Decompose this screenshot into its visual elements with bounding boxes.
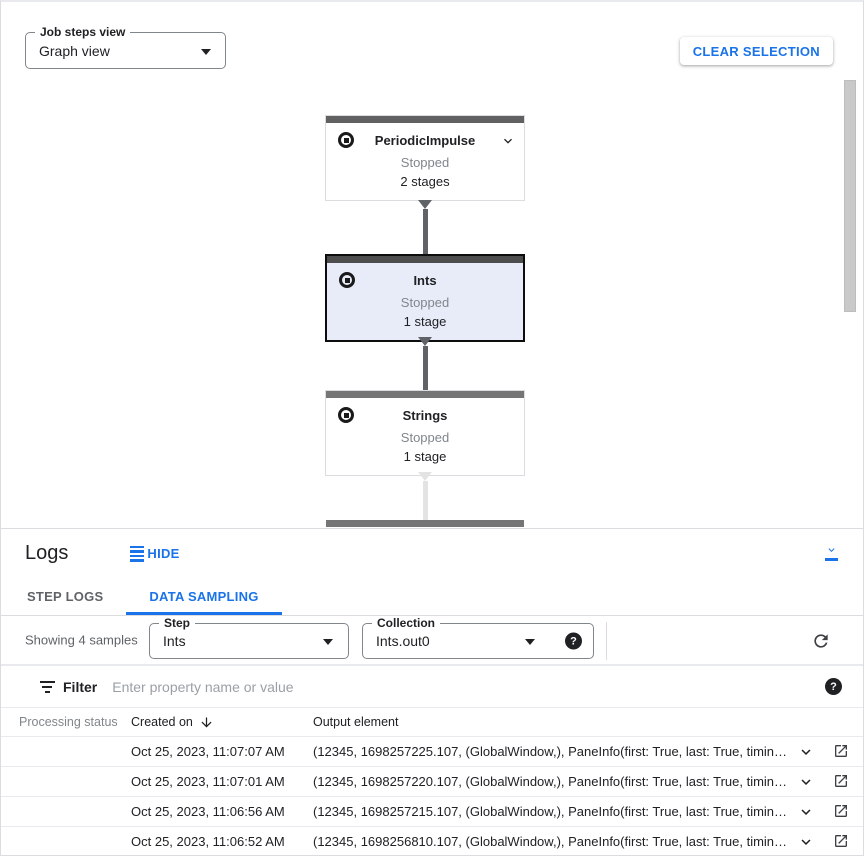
filter-row: Filter ? bbox=[1, 666, 863, 708]
job-graph-area: Job steps view Graph view CLEAR SELECTIO… bbox=[1, 2, 863, 535]
filter-icon bbox=[39, 680, 55, 693]
open-in-new-icon[interactable] bbox=[833, 803, 851, 821]
expand-row-icon[interactable] bbox=[797, 743, 815, 761]
node-stages: 2 stages bbox=[400, 174, 450, 189]
hide-logs-label: HIDE bbox=[147, 546, 180, 561]
graph-edge bbox=[418, 200, 432, 255]
open-in-new-icon[interactable] bbox=[833, 743, 851, 761]
filter-input[interactable] bbox=[112, 678, 825, 695]
refresh-icon[interactable] bbox=[811, 631, 831, 651]
table-header-row: Processing status Created on Output elem… bbox=[1, 708, 863, 737]
chevron-down-icon[interactable] bbox=[500, 133, 516, 149]
clear-selection-button[interactable]: CLEAR SELECTION bbox=[679, 37, 833, 65]
graph-node-strings[interactable]: Strings Stopped 1 stage bbox=[325, 390, 525, 476]
node-status: Stopped bbox=[400, 295, 450, 310]
node-stages: 1 stage bbox=[403, 314, 447, 329]
collection-select[interactable]: Collection Ints.out0 ? bbox=[362, 616, 594, 659]
node-top-bar bbox=[326, 116, 524, 123]
output-element-cell: (12345, 1698257215.107, (GlobalWindow,),… bbox=[313, 804, 791, 819]
logs-panel-title: Logs bbox=[25, 542, 69, 564]
output-element-cell: (12345, 1698257220.107, (GlobalWindow,),… bbox=[313, 774, 791, 789]
created-on-cell: Oct 25, 2023, 11:06:56 AM bbox=[131, 804, 285, 819]
stopped-status-icon bbox=[338, 132, 354, 148]
created-on-cell: Oct 25, 2023, 11:07:01 AM bbox=[131, 774, 285, 789]
output-element-cell: (12345, 1698257225.107, (GlobalWindow,),… bbox=[313, 744, 791, 759]
hide-logs-button[interactable]: HIDE bbox=[130, 545, 180, 562]
chevron-down-icon bbox=[525, 639, 535, 645]
samples-summary: Showing 4 samples bbox=[25, 632, 138, 648]
expand-row-icon[interactable] bbox=[797, 773, 815, 791]
created-on-cell: Oct 25, 2023, 11:07:07 AM bbox=[131, 744, 285, 759]
expand-row-icon[interactable] bbox=[797, 833, 815, 851]
sort-descending-icon[interactable] bbox=[199, 715, 214, 730]
node-stages: 1 stage bbox=[403, 449, 447, 464]
collection-select-value: Ints.out0 bbox=[376, 633, 430, 649]
collection-select-label: Collection bbox=[372, 616, 441, 630]
table-row[interactable]: Oct 25, 2023, 11:07:01 AM (12345, 169825… bbox=[1, 767, 863, 797]
samples-table: Processing status Created on Output elem… bbox=[1, 708, 863, 855]
graph-node-ints[interactable]: Ints Stopped 1 stage bbox=[325, 254, 525, 342]
stopped-status-icon bbox=[339, 272, 355, 288]
help-icon[interactable]: ? bbox=[565, 632, 582, 650]
node-title: Strings bbox=[402, 408, 448, 423]
column-header-output-element: Output element bbox=[313, 715, 399, 729]
job-steps-view-value: Graph view bbox=[39, 42, 110, 59]
node-top-bar bbox=[327, 256, 523, 263]
expand-row-icon[interactable] bbox=[797, 803, 815, 821]
node-title: Ints bbox=[413, 273, 437, 288]
table-row[interactable]: Oct 25, 2023, 11:06:56 AM (12345, 169825… bbox=[1, 797, 863, 827]
job-steps-view-label: Job steps view bbox=[35, 25, 131, 39]
graph-vertical-scrollbar[interactable] bbox=[844, 80, 856, 312]
column-header-processing-status: Processing status bbox=[19, 715, 118, 729]
reorder-lines-icon bbox=[130, 545, 145, 562]
tab-step-logs[interactable]: STEP LOGS bbox=[27, 589, 104, 604]
stopped-status-icon bbox=[338, 407, 354, 423]
step-select-value: Ints bbox=[163, 633, 186, 649]
created-on-cell: Oct 25, 2023, 11:06:52 AM bbox=[131, 834, 285, 849]
column-header-created-on[interactable]: Created on bbox=[131, 715, 313, 730]
output-element-cell: (12345, 1698256810.107, (GlobalWindow,),… bbox=[313, 834, 791, 849]
collapse-panel-icon[interactable] bbox=[819, 541, 843, 565]
open-in-new-icon[interactable] bbox=[833, 773, 851, 791]
node-title: PeriodicImpulse bbox=[374, 133, 476, 148]
step-select[interactable]: Step Ints bbox=[149, 616, 349, 659]
logs-tabs: STEP LOGS DATA SAMPLING bbox=[1, 578, 863, 616]
table-row[interactable]: Oct 25, 2023, 11:07:07 AM (12345, 169825… bbox=[1, 737, 863, 767]
graph-node-partial bbox=[326, 520, 524, 527]
logs-panel: Logs HIDE STEP LOGS DATA SAMPLING Showin… bbox=[1, 528, 863, 855]
sampling-controls-row: Showing 4 samples Step Ints Collection I… bbox=[1, 616, 863, 666]
filter-label: Filter bbox=[63, 678, 98, 695]
chevron-down-icon bbox=[201, 48, 211, 55]
node-status: Stopped bbox=[400, 430, 450, 445]
job-steps-view-select[interactable]: Job steps view Graph view bbox=[25, 25, 226, 69]
help-icon[interactable]: ? bbox=[825, 678, 842, 695]
step-select-label: Step bbox=[159, 616, 196, 630]
table-row[interactable]: Oct 25, 2023, 11:06:52 AM (12345, 169825… bbox=[1, 827, 863, 855]
graph-edge bbox=[418, 337, 432, 391]
node-top-bar bbox=[326, 391, 524, 398]
open-in-new-icon[interactable] bbox=[833, 833, 851, 851]
graph-edge bbox=[418, 472, 432, 520]
chevron-down-icon bbox=[323, 639, 333, 645]
node-status: Stopped bbox=[400, 155, 450, 170]
vertical-divider bbox=[606, 622, 607, 660]
tab-data-sampling[interactable]: DATA SAMPLING bbox=[126, 578, 282, 615]
graph-node-periodicimpulse[interactable]: PeriodicImpulse Stopped 2 stages bbox=[325, 115, 525, 201]
